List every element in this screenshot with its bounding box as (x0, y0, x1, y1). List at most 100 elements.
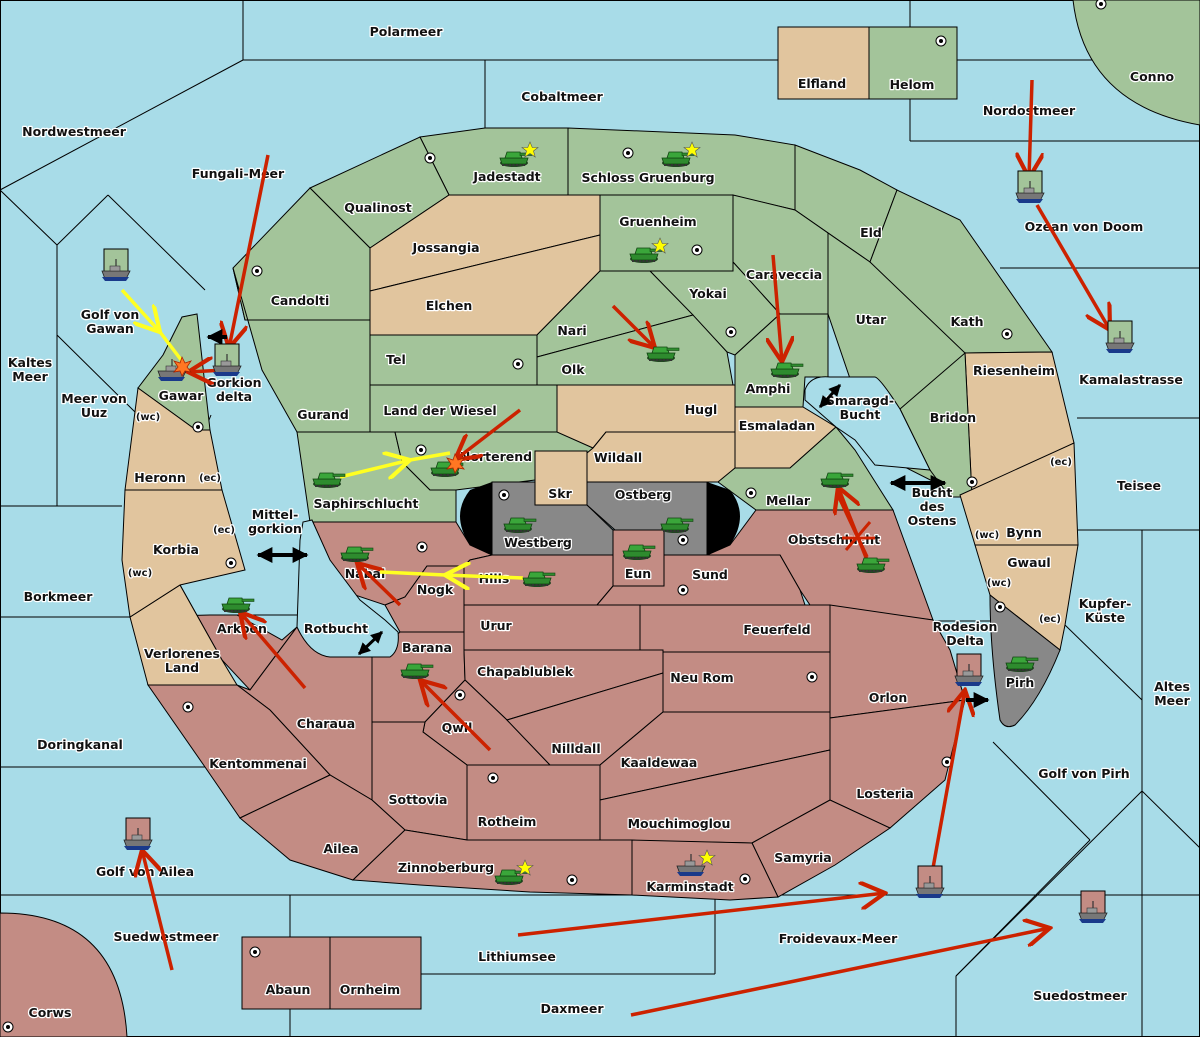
impassable-west (460, 482, 492, 555)
label-karminstadt: Karminstadt (646, 879, 733, 894)
region-corws[interactable] (0, 912, 128, 1037)
coast-label: (wc) (128, 568, 152, 579)
region-gwaul[interactable] (974, 544, 1079, 651)
region-gruenheim[interactable] (599, 194, 734, 272)
support-arrow (339, 460, 410, 477)
region-heronn[interactable] (124, 387, 223, 491)
fleet-unit-suedostmeer[interactable] (1078, 890, 1108, 924)
label-feuerfeld: Feuerfeld (743, 622, 810, 637)
region-ornheim[interactable] (329, 936, 422, 1010)
label-nabai: Nabai (345, 566, 386, 581)
move-arrow (836, 494, 869, 558)
label-elchen: Elchen (426, 298, 473, 313)
label-kamalastrasse: Kamalastrasse (1079, 372, 1183, 387)
region-elfland[interactable] (777, 26, 870, 100)
move-arrow (455, 408, 522, 460)
label-bridon: Bridon (930, 410, 976, 425)
region-karminstadt[interactable] (631, 839, 779, 901)
supply-center-icon (745, 487, 757, 499)
crossing-arrow-smaragd-bucht (818, 383, 842, 409)
supply-center-icon (454, 689, 466, 701)
crossing-arrow-rotbucht (357, 630, 384, 656)
label-cobaltmeer: Cobaltmeer (521, 89, 603, 104)
fleet-unit-kamalastrasse[interactable] (1105, 320, 1135, 354)
label-mittel-gorkion: Mittel-gorkion (248, 507, 302, 536)
sea-rotbucht-inlet (296, 519, 399, 658)
move-arrow (1029, 79, 1032, 178)
region-korbia[interactable] (121, 489, 246, 618)
move-arrow (142, 850, 174, 971)
bounce-explosion-icon (446, 452, 465, 474)
label-chapablublek: Chapablublek (477, 664, 574, 679)
label-ozean-von-doom: Ozean von Doom (1025, 219, 1144, 234)
supply-center-icon (994, 601, 1006, 613)
fleet-unit-gorkion-delta[interactable] (212, 343, 242, 377)
supply-center-icon (487, 772, 499, 784)
label-polarmeer: Polarmeer (370, 24, 444, 39)
move-arrow (611, 304, 655, 348)
label-land-der-wiesel: Land der Wiesel (383, 403, 496, 418)
region-zinnoberburg[interactable] (351, 829, 633, 896)
supply-center-icon (691, 244, 703, 256)
supply-center-icon (2, 1021, 14, 1033)
label-suedostmeer: Suedostmeer (1033, 988, 1127, 1003)
fleet-unit-ozean-von-doom[interactable] (1015, 170, 1045, 204)
label-nilldall: Nilldall (551, 741, 600, 756)
coast-label: (wc) (987, 578, 1011, 589)
coast-label: (ec) (1050, 457, 1072, 468)
supply-center-icon (251, 265, 263, 277)
label-wildall: Wildall (594, 450, 642, 465)
region-labels: PolarmeerCobaltmeerNordwestmeerFungali-M… (7, 23, 1192, 1022)
label-hugl: Hugl (685, 402, 718, 417)
fleet-unit-golf-von-ailea[interactable] (123, 817, 153, 851)
region-conno[interactable] (1072, 0, 1200, 126)
label-jossangia: Jossangia (411, 240, 479, 255)
supply-center-icon (225, 557, 237, 569)
supply-center-icon (416, 541, 428, 553)
fleet-unit-golf-von-gawan[interactable] (101, 248, 131, 282)
label-bynn: Bynn (1006, 525, 1041, 540)
fleet-unit-froidevaux-meer[interactable] (915, 865, 945, 899)
label-tel: Tel (386, 352, 406, 367)
region-kath[interactable] (869, 189, 1053, 354)
label-yokai: Yokai (688, 286, 727, 301)
army-unit-norterend[interactable] (430, 452, 465, 478)
label-gruenheim: Gruenheim (619, 214, 696, 229)
supply-center-icon (1001, 328, 1013, 340)
label-ailea: Ailea (323, 841, 358, 856)
label-qualinost: Qualinost (344, 200, 411, 215)
label-urur: Urur (480, 618, 512, 633)
supply-center-icon (806, 671, 818, 683)
label-samyria: Samyria (774, 850, 832, 865)
label-gawar: Gawar (159, 388, 205, 403)
support-arrow (409, 451, 451, 462)
label-jadestadt: Jadestadt (472, 169, 540, 184)
label-olk: Olk (561, 362, 585, 377)
move-arrow (1035, 204, 1110, 330)
support-arrow (379, 570, 446, 577)
supply-center-icon (622, 147, 634, 159)
label-gwaul: Gwaul (1007, 555, 1050, 570)
label-ornheim: Ornheim (340, 982, 400, 997)
fleet-unit-rodesion-delta[interactable] (954, 653, 984, 687)
label-sund: Sund (692, 567, 728, 582)
fleet-unit-gawar[interactable] (157, 355, 192, 382)
failed-order-x (842, 521, 875, 551)
supply-center-icon (182, 701, 194, 713)
supply-center-icon (566, 874, 578, 886)
coast-label: (wc) (136, 412, 160, 423)
supply-center-icon (512, 358, 524, 370)
label-golf-von-pirh: Golf von Pirh (1038, 766, 1129, 781)
move-arrow (517, 893, 885, 937)
bounce-explosion-icon (173, 355, 192, 377)
label-kupfer-kueste: Kupfer-Küste (1079, 596, 1132, 625)
label-riesenheim: Riesenheim (973, 363, 1055, 378)
label-nordwestmeer: Nordwestmeer (22, 124, 127, 139)
orders (120, 79, 1110, 1017)
